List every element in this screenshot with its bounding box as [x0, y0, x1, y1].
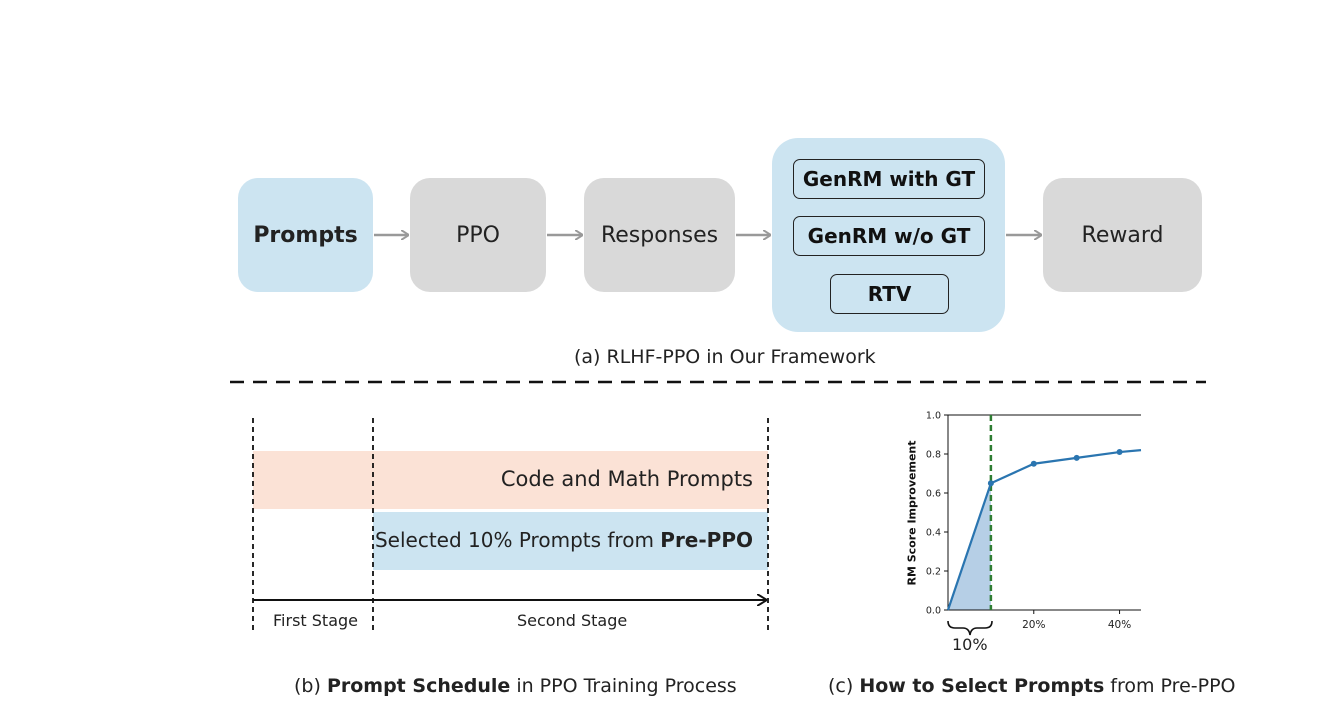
x-tick-label: 40% — [1108, 619, 1131, 631]
chart-ylabel: RM Score Improvement — [905, 440, 919, 586]
y-tick-label: 0.4 — [926, 528, 941, 539]
panel-c-caption: (c) How to Select Prompts from Pre-PPO — [828, 675, 1236, 697]
series-line — [946, 449, 1142, 611]
selected-prompts-prefix: Selected 10% Prompts from — [374, 528, 661, 552]
code-math-label: Code and Math Prompts — [500, 467, 753, 491]
genrm-without-gt-label: GenRM w/o GT — [807, 224, 971, 248]
panel-b-caption-suffix: in PPO Training Process — [510, 675, 737, 697]
panel-b-caption-prefix: (b) — [294, 675, 327, 697]
series-point — [1073, 454, 1080, 461]
reward-box: Reward — [1043, 178, 1202, 292]
genrm-with-gt-box: GenRM with GT — [793, 159, 985, 199]
panel-b-caption-bold: Prompt Schedule — [326, 675, 511, 697]
responses-box: Responses — [584, 178, 735, 292]
x-tick-label: 20% — [1022, 619, 1045, 631]
y-tick-label: 0.0 — [926, 606, 941, 617]
panel-a-caption: (a) RLHF-PPO in Our Framework — [574, 346, 876, 368]
rtv-box: RTV — [830, 274, 949, 314]
ppo-label: PPO — [456, 222, 500, 248]
selected-prompts-band — [373, 512, 768, 570]
series-point — [987, 480, 994, 487]
responses-label: Responses — [600, 222, 719, 248]
first-stage-label: First Stage — [273, 611, 358, 630]
second-stage-label: Second Stage — [517, 611, 628, 630]
brace-label: 10% — [952, 635, 988, 654]
y-tick-label: 0.2 — [926, 567, 941, 578]
series-point — [1116, 449, 1123, 456]
prompts-box: Prompts — [238, 178, 373, 292]
reward-label: Reward — [1081, 222, 1164, 248]
rtv-label: RTV — [867, 282, 912, 306]
brace-10-percent — [947, 620, 993, 636]
ppo-box: PPO — [410, 178, 546, 292]
selected-prompts-bold: Pre-PPO — [660, 528, 753, 552]
panel-b-caption: (b) Prompt Schedule in PPO Training Proc… — [294, 675, 737, 697]
genrm-without-gt-box: GenRM w/o GT — [793, 216, 985, 256]
prompts-label: Prompts — [253, 222, 358, 248]
selected-prompts-label: Selected 10% Prompts from Pre-PPO — [375, 528, 753, 552]
y-tick-label: 0.6 — [926, 489, 941, 500]
code-math-band — [253, 451, 768, 509]
panel-c-caption-bold: How to Select Prompts — [859, 675, 1105, 697]
panel-c-caption-prefix: (c) — [828, 675, 860, 697]
genrm-with-gt-label: GenRM with GT — [802, 167, 976, 191]
panel-c-caption-suffix: from Pre-PPO — [1104, 675, 1236, 697]
y-tick-label: 0.8 — [926, 450, 941, 461]
y-tick-label: 1.0 — [926, 411, 941, 422]
series-point — [1030, 460, 1037, 467]
